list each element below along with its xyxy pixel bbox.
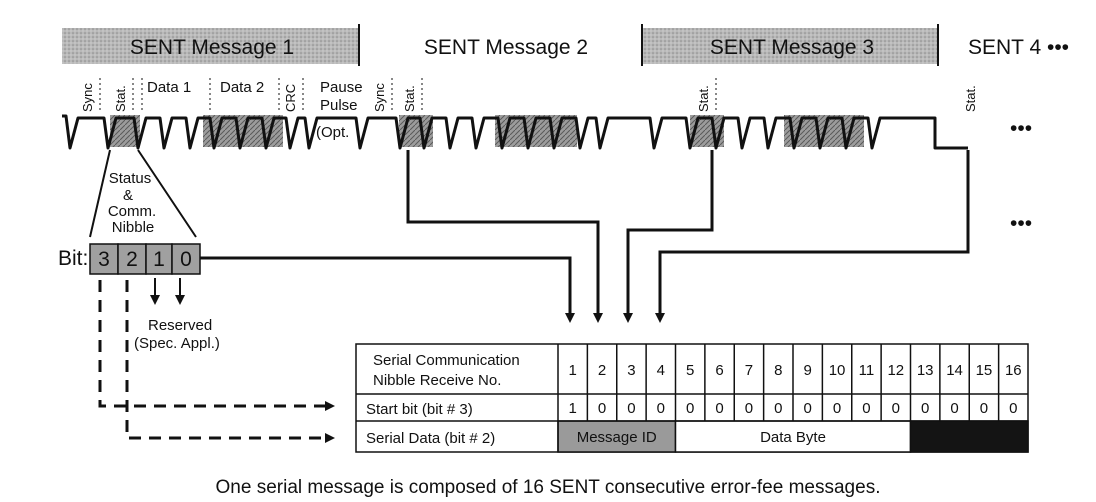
opt-label: (Opt. (316, 124, 349, 141)
nibble-number-3: 3 (627, 362, 635, 379)
comm-label: Comm. (108, 203, 156, 220)
sync-label-2: Sync (372, 83, 387, 112)
message-1-label: SENT Message 1 (130, 36, 294, 59)
nibble-number-4: 4 (657, 362, 665, 379)
start-bit-5: 0 (686, 400, 694, 417)
start-bit-14: 0 (950, 400, 958, 417)
nibble-number-7: 7 (745, 362, 753, 379)
start-bit-6: 0 (715, 400, 723, 417)
start-bit-2: 0 (598, 400, 606, 417)
start-bit-row-label: Start bit (bit # 3) (366, 401, 473, 418)
bit-3: 3 (98, 248, 110, 271)
nibble-number-1: 1 (569, 362, 577, 379)
serial-data-segment-2 (674, 420, 912, 453)
table-header-line2: Nibble Receive No. (373, 372, 501, 389)
nibble-number-9: 9 (804, 362, 812, 379)
nibble-number-2: 2 (598, 362, 606, 379)
table-header-line1: Serial Communication (373, 352, 520, 369)
stat-label-2: Stat. (402, 85, 417, 112)
spec-appl-label: (Spec. Appl.) (134, 335, 220, 352)
pause-label: Pause (320, 79, 363, 96)
nibble-number-6: 6 (715, 362, 723, 379)
bit-2: 2 (126, 248, 138, 271)
nibble-number-5: 5 (686, 362, 694, 379)
data2-label: Data 2 (220, 79, 264, 96)
message-2-label: SENT Message 2 (424, 36, 588, 59)
stat-label-4: Stat. (963, 85, 978, 112)
serial-data-row-label: Serial Data (bit # 2) (366, 430, 495, 447)
bit-label: Bit: (58, 247, 88, 270)
start-bit-12: 0 (892, 400, 900, 417)
start-bit-16: 0 (1009, 400, 1017, 417)
start-bit-4: 0 (657, 400, 665, 417)
nibble-label: Nibble (112, 219, 155, 236)
start-bit-3: 0 (627, 400, 635, 417)
message-4-label: SENT 4 ••• (968, 36, 1069, 59)
sync-label-1: Sync (80, 83, 95, 112)
nibble-number-13: 13 (917, 362, 934, 379)
serial-data-segment-label-2: Data Byte (760, 429, 826, 446)
crc-label: CRC (283, 84, 298, 112)
start-bit-10: 0 (833, 400, 841, 417)
nibble-number-15: 15 (976, 362, 993, 379)
ampersand-label: & (123, 187, 133, 204)
start-bit-7: 0 (745, 400, 753, 417)
start-bit-13: 0 (921, 400, 929, 417)
bit-0: 0 (180, 248, 192, 271)
waveform-ellipsis: ••• (1010, 117, 1032, 140)
stat-label-3: Stat. (696, 85, 711, 112)
waveform (62, 114, 968, 150)
nibble-number-8: 8 (774, 362, 782, 379)
serial-data-segment-3 (909, 420, 1029, 453)
message-3-bar (642, 28, 938, 64)
data1-label: Data 1 (147, 79, 191, 96)
bit-1: 1 (153, 248, 165, 271)
start-bit-8: 0 (774, 400, 782, 417)
pulse-label: Pulse (320, 97, 358, 114)
message-3-label: SENT Message 3 (710, 36, 874, 59)
nibble-table (355, 343, 1029, 453)
nibble-number-14: 14 (946, 362, 963, 379)
table-ellipsis: ••• (1010, 212, 1032, 235)
start-bit-11: 0 (862, 400, 870, 417)
reserved-label: Reserved (148, 317, 212, 334)
nibble-number-12: 12 (887, 362, 904, 379)
stat-label-1: Stat. (113, 85, 128, 112)
nibble-number-10: 10 (829, 362, 846, 379)
status-label: Status (109, 170, 152, 187)
nibble-number-16: 16 (1005, 362, 1022, 379)
start-bit-15: 0 (980, 400, 988, 417)
caption: One serial message is composed of 16 SEN… (216, 477, 881, 498)
serial-data-segment-label-1: Message ID (577, 429, 657, 446)
start-bit-1: 1 (569, 400, 577, 417)
start-bit-9: 0 (804, 400, 812, 417)
nibble-number-11: 11 (859, 362, 875, 379)
message-1-bar (62, 28, 359, 64)
